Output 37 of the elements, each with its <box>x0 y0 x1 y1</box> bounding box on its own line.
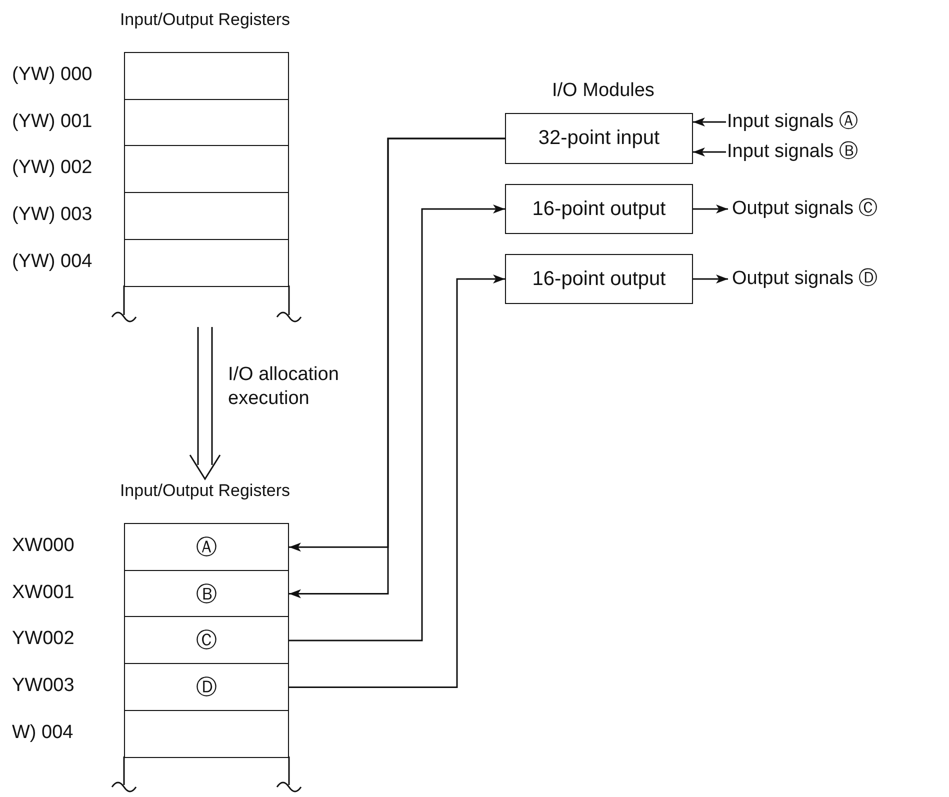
register-cell <box>124 145 289 194</box>
table-title: Input/Output Registers <box>118 481 292 501</box>
group-heading: I/O Modules <box>552 80 654 102</box>
register-address: (YW) 004 <box>12 250 92 273</box>
connector-arrow <box>693 204 728 214</box>
register-cell <box>124 52 289 100</box>
signal-label: Input signals Ⓑ <box>727 140 858 164</box>
register-address: (YW) 000 <box>12 64 92 86</box>
register-cell: Ⓓ <box>124 663 289 712</box>
register-address: YW003 <box>12 675 74 698</box>
register-cell <box>124 192 289 240</box>
io-module-box: 16-point output <box>505 254 693 304</box>
register-address: (YW) 002 <box>12 157 92 180</box>
register-cell: Ⓑ <box>124 570 289 618</box>
register-cell: Ⓒ <box>124 616 289 665</box>
register-cell: Ⓐ <box>124 523 289 572</box>
signal-label: Output signals Ⓒ <box>732 197 878 221</box>
io-module-box: 16-point output <box>505 184 693 234</box>
connector-arrow <box>693 118 726 126</box>
hollow-arrow <box>189 326 221 480</box>
connector-arrow <box>289 274 505 688</box>
io-module-box: 32-point input <box>505 113 693 164</box>
signal-label: Input signals Ⓐ <box>727 110 858 134</box>
register-cell <box>124 238 289 287</box>
register-address: (YW) 003 <box>12 204 92 226</box>
register-address: (YW) 001 <box>12 110 92 133</box>
connector-arrow <box>693 148 726 156</box>
signal-label: Output signals Ⓓ <box>732 267 878 291</box>
register-cell <box>124 710 289 758</box>
register-address: XW000 <box>12 535 74 558</box>
connector-arrow <box>693 274 728 284</box>
register-address: W) 004 <box>12 722 74 744</box>
register-address: YW002 <box>12 628 74 650</box>
table-title: Input/Output Registers <box>118 10 292 30</box>
register-cell <box>124 98 289 147</box>
connector-arrow <box>289 204 505 642</box>
register-address: XW001 <box>12 582 74 604</box>
